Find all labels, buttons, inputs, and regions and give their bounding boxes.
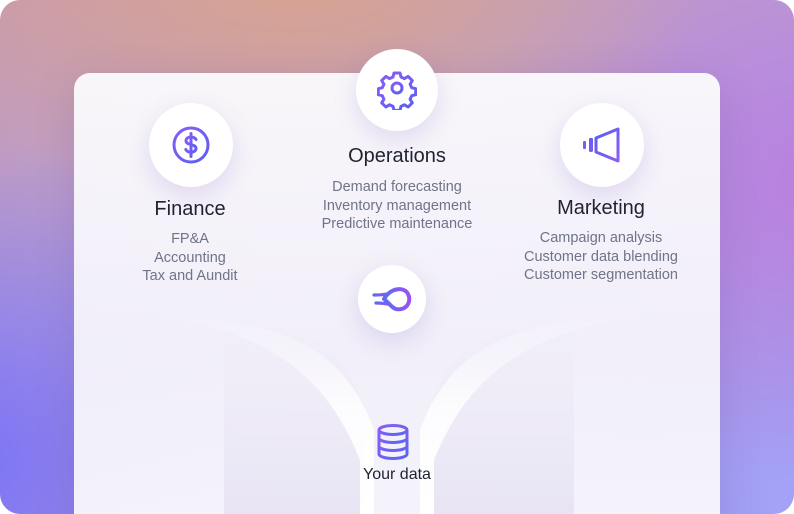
operations-item: Inventory management <box>322 197 472 214</box>
marketing-items: Campaign analysis Customer data blending… <box>501 229 701 285</box>
marketing-item: Customer data blending <box>524 248 678 265</box>
marketing-title: Marketing <box>557 197 645 219</box>
database-icon <box>377 424 409 461</box>
brand-logo-circle <box>358 265 426 333</box>
finance-item: Accounting <box>154 249 226 266</box>
operations-item: Demand forecasting <box>332 179 462 195</box>
finance-icon-circle <box>149 103 233 187</box>
finance-item: FP&A <box>171 231 209 247</box>
dollar-icon <box>172 126 210 164</box>
marketing-item: Customer segmentation <box>524 267 678 283</box>
marketing-icon-circle <box>560 103 644 187</box>
megaphone-icon <box>583 127 620 163</box>
operations-title: Operations <box>348 145 446 167</box>
your-data-label: Your data <box>363 466 431 483</box>
operations-icon-circle <box>356 49 438 131</box>
database-icon-wrap <box>375 423 411 463</box>
finance-title: Finance <box>154 198 226 220</box>
finance-items: FP&A Accounting Tax and Aundit <box>90 230 290 286</box>
marketing-item: Campaign analysis <box>539 230 663 246</box>
operations-items: Demand forecasting Inventory management … <box>297 178 497 234</box>
brand-logo-icon <box>372 287 412 312</box>
gear-icon <box>377 71 417 110</box>
finance-item: Tax and Aundit <box>142 268 238 284</box>
operations-item: Predictive maintenance <box>321 216 473 232</box>
